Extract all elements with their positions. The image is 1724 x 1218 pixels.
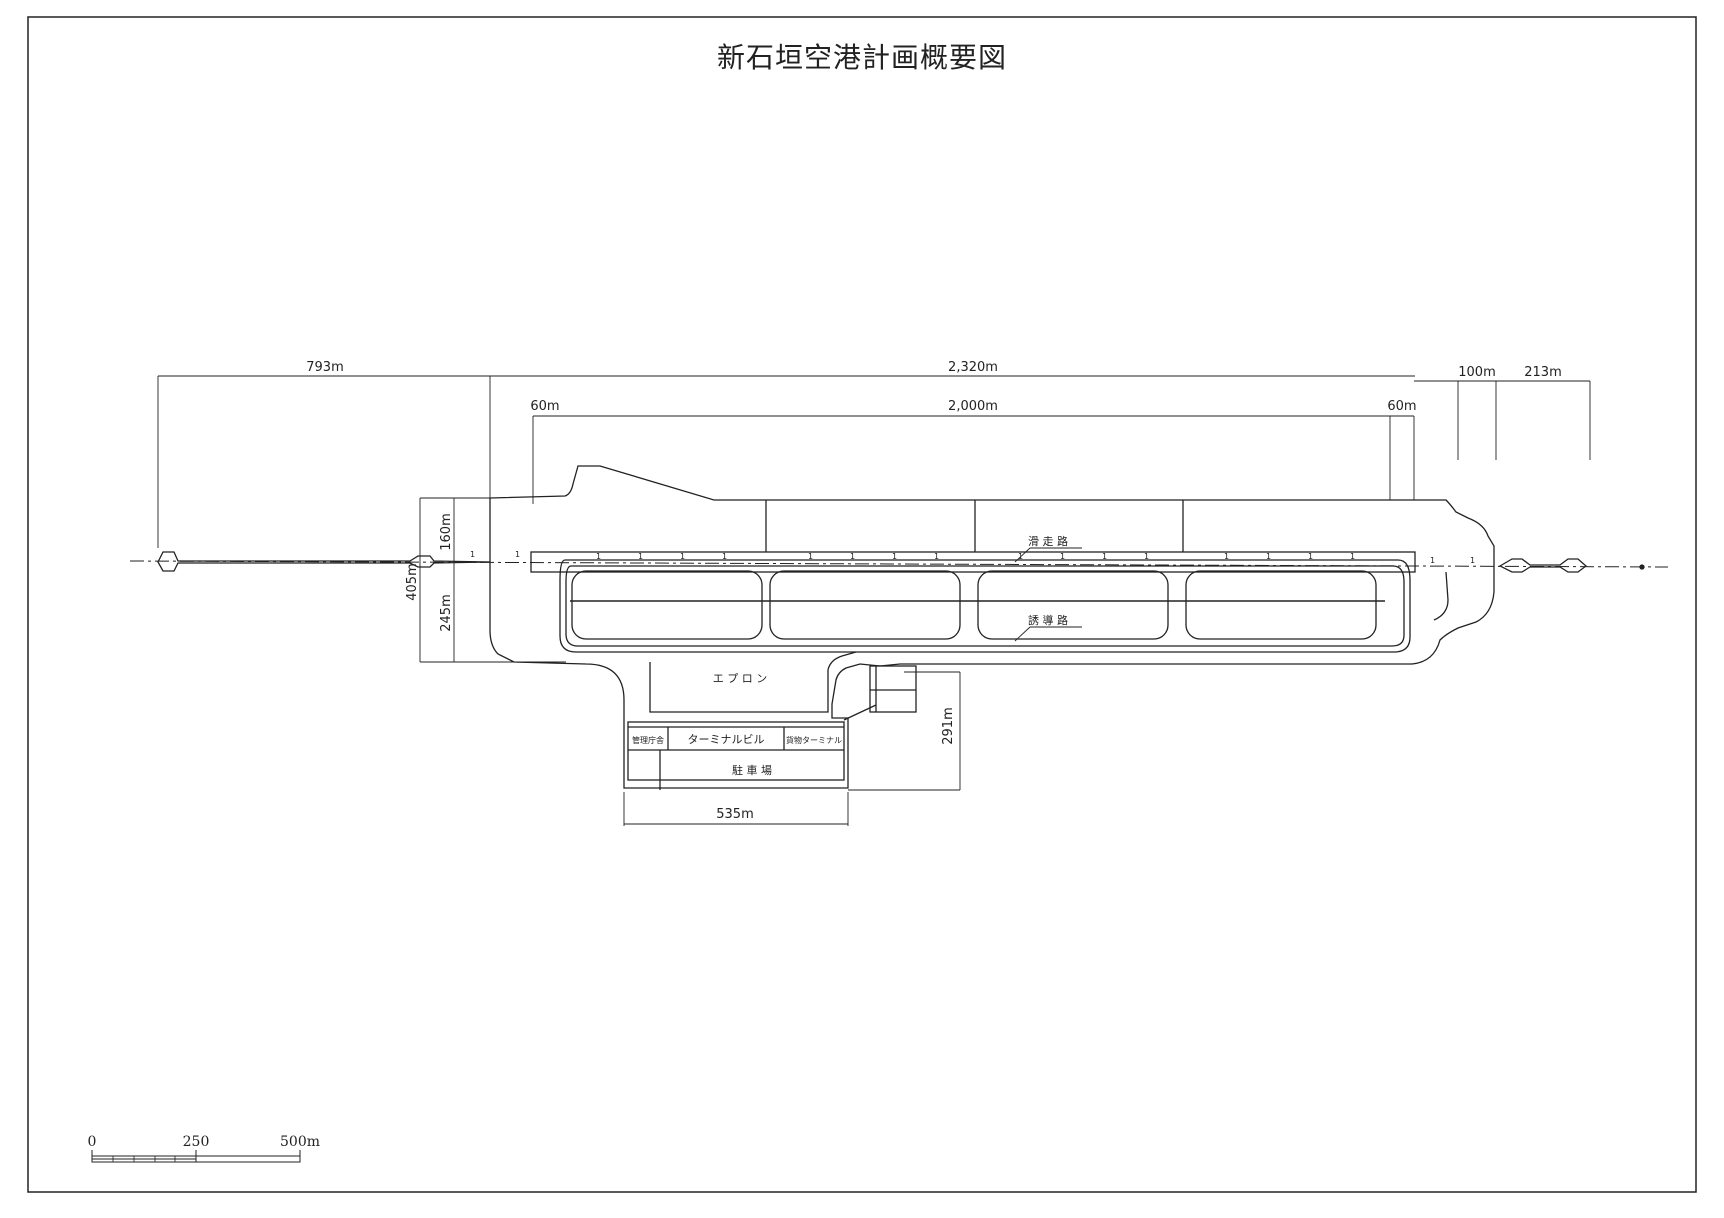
taxiway-block-1 [571,570,763,640]
svg-text:1: 1 [1266,552,1271,561]
label-terminal-building: ターミナルビル [688,733,765,746]
svg-text:1: 1 [1144,552,1149,561]
label-cargo-terminal: 貨物ターミナル [786,735,842,745]
dim-2000: 2,000m [948,399,998,414]
scale-label-0: 0 [88,1134,97,1150]
label-parking: 駐 車 場 [732,763,772,777]
label-runway: 滑 走 路 [1028,535,1068,548]
taxiway-block-4 [1185,570,1377,640]
left-approach-lights [157,551,491,572]
dim-60-left: 60m [530,399,559,414]
right-approach-lights [1498,558,1588,573]
dim-60-right: 60m [1387,399,1416,414]
dim-291: 291m [941,707,956,744]
svg-text:1: 1 [515,550,520,559]
svg-text:1: 1 [638,552,643,561]
dim-2320: 2,320m [948,360,998,375]
runway-centerline [129,560,1669,568]
dim-213: 213m [1524,365,1561,380]
svg-text:1: 1 [1102,552,1107,561]
scale-label-250: 250 [183,1134,210,1150]
svg-text:1: 1 [722,552,727,561]
scale-label-500: 500m [280,1134,320,1150]
airport-boundary [489,465,1495,789]
svg-text:1: 1 [892,552,897,561]
apron-boundary [649,651,857,713]
svg-text:1: 1 [1018,552,1023,561]
svg-text:1: 1 [850,552,855,561]
dim-100: 100m [1458,365,1495,380]
terminal-area [627,721,845,781]
dim-535: 535m [716,807,753,822]
svg-text:1: 1 [470,550,475,559]
svg-text:1: 1 [596,552,601,561]
svg-text:1: 1 [1308,552,1313,561]
svg-text:1: 1 [808,552,813,561]
runway-pavement [530,551,1416,573]
svg-text:1: 1 [1350,552,1355,561]
taxiway-outer-loop [559,559,1411,653]
sheet-border [27,16,1697,1193]
dim-405: 405m [405,563,420,600]
label-apron: エ プ ロ ン [713,672,768,685]
dim-160: 160m [439,513,454,550]
drawing-title: 新石垣空港計画概要図 [716,41,1007,74]
taxiway-block-3 [977,570,1169,640]
dim-793: 793m [306,360,343,375]
taxiway-block-2 [769,570,961,640]
svg-text:1: 1 [934,552,939,561]
label-taxiway: 誘 導 路 [1028,613,1068,627]
svg-text:1: 1 [680,552,685,561]
svg-text:1: 1 [1060,552,1065,561]
svg-text:1: 1 [1470,556,1475,565]
svg-text:1: 1 [1224,552,1229,561]
label-admin-building: 管理庁舎 [632,735,664,745]
svg-text:1: 1 [1430,556,1435,565]
taxiway-inner-loop [565,565,1405,647]
dim-245: 245m [439,594,454,631]
runway-markings: 1 1 1 1 1 1 1 1 1 1 1 1 1 1 1 1 1 1 1 1 [470,550,1475,565]
